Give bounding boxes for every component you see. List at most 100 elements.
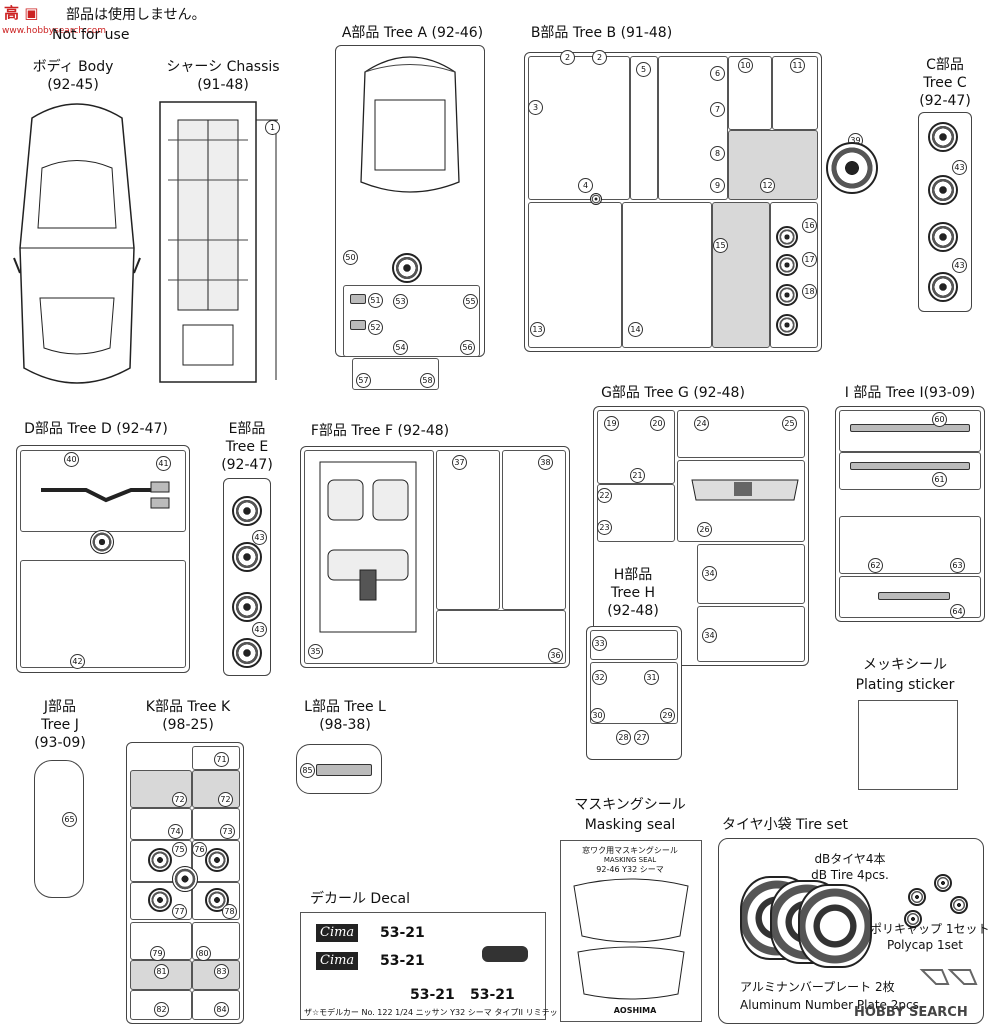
tree-c-wheel-3 [928, 222, 958, 252]
tire-set-poly-jp: ポリキャップ 1セット [870, 922, 990, 936]
part-number-28: 28 [616, 730, 631, 745]
part-number-32: 32 [592, 670, 607, 685]
part-number-40: 40 [64, 452, 79, 467]
polycap-4 [950, 896, 968, 914]
part-number-27: 27 [634, 730, 649, 745]
part-number-72b: 72 [218, 792, 233, 807]
tree-k-disc-75 [148, 848, 172, 872]
masking-windows [573, 878, 689, 1000]
tree-e-wheel-4 [232, 638, 262, 668]
tree-f-title: F部品 Tree F (92-48) [300, 422, 460, 440]
tree-e-wheel-2 [232, 542, 262, 572]
tree-d-exhaust [41, 481, 170, 509]
part-number-4: 4 [578, 178, 593, 193]
tree-j-subtitle: Tree J [41, 717, 79, 733]
tree-i-cell-61 [839, 452, 981, 490]
part-number-6: 6 [710, 66, 725, 81]
part-number-62: 62 [868, 558, 883, 573]
tire-3 [798, 884, 872, 968]
tree-g-title: G部品 Tree G (92-48) [593, 384, 753, 402]
tree-h-subtitle: Tree H [610, 585, 656, 601]
body-code: (92-45) [47, 77, 99, 93]
part-number-50: 50 [343, 250, 358, 265]
part-number-20: 20 [650, 416, 665, 431]
part-number-18: 18 [802, 284, 817, 299]
tree-g-dashboard [691, 479, 799, 501]
tree-d-code: (92-47) [116, 421, 168, 437]
part-17-wheel [776, 254, 798, 276]
part-number-79: 79 [150, 946, 165, 961]
tree-j-runner [34, 760, 84, 898]
part-number-35: 35 [308, 644, 323, 659]
part-number-34a: 34 [702, 566, 717, 581]
part-number-43-e2: 43 [252, 622, 267, 637]
hobby-search-logo: HOBBY SEARCH [854, 1005, 968, 1020]
part-number-42: 42 [70, 654, 85, 669]
part-number-5: 5 [636, 62, 651, 77]
masking-sheet-title: 窓ワク用マスキングシール [582, 846, 678, 855]
part-18a-wheel [776, 284, 798, 306]
tree-e-title: E部品 [228, 421, 266, 437]
part-number-77: 77 [172, 904, 187, 919]
part-18b-wheel [776, 314, 798, 336]
part-number-37: 37 [452, 455, 467, 470]
decal-cima-logo-2: Cima [316, 952, 359, 970]
tree-g-code: (92-48) [693, 385, 745, 401]
tree-k-cell-72b [192, 770, 240, 808]
tree-a-title-text: A部品 Tree A [341, 25, 428, 41]
decal-plate-4: 53-21 [470, 987, 515, 1003]
decal-cima-logo-1: Cima [316, 924, 359, 942]
tree-a-window-part [360, 56, 460, 193]
part-number-31: 31 [644, 670, 659, 685]
part-number-53: 53 [393, 294, 408, 309]
decal-plate-3: 53-21 [410, 987, 455, 1003]
tree-f-door-left [436, 450, 500, 610]
part-number-25: 25 [782, 416, 797, 431]
decal-footer: ザ☆モデルカー No. 122 1/24 ニッサン Y32 シーマ タイプII … [304, 1008, 601, 1017]
tree-j-title: J部品 [43, 699, 77, 715]
part-number-56: 56 [460, 340, 475, 355]
part-number-33: 33 [592, 636, 607, 651]
tire-set-title: タイヤ小袋 Tire set [722, 817, 848, 833]
tree-e-subtitle: Tree E [225, 439, 269, 455]
tree-h-code: (92-48) [607, 603, 659, 619]
masking-sheet-sub: MASKING SEAL [603, 856, 657, 864]
part-number-19: 19 [604, 416, 619, 431]
part-number-60: 60 [932, 412, 947, 427]
part-number-17: 17 [802, 252, 817, 267]
part-85-grille [316, 764, 372, 776]
masking-title-jp: マスキングシール [574, 797, 686, 813]
part-number-13: 13 [530, 322, 545, 337]
part-number-16: 16 [802, 218, 817, 233]
part-number-2a: 2 [560, 50, 575, 65]
chassis-code: (91-48) [197, 77, 249, 93]
tree-a-title: A部品 Tree A (92-46) [335, 24, 490, 42]
part-number-64: 64 [950, 604, 965, 619]
part-number-85: 85 [300, 763, 315, 778]
masking-brand: AOSHIMA [613, 1006, 657, 1015]
masking-sheet-code: 92-46 Y32 シーマ [596, 865, 664, 874]
watermark-logo: 高 ▣ [4, 4, 39, 22]
body-illustration [13, 103, 141, 384]
tire-set-tire-en: dB Tire 4pcs. [811, 868, 889, 882]
part-number-24: 24 [694, 416, 709, 431]
part-number-61: 61 [932, 472, 947, 487]
tree-b-cell-13 [528, 202, 622, 348]
tire-set-poly-en: Polycap 1set [887, 938, 963, 952]
part-number-83: 83 [214, 964, 229, 979]
part-number-22: 22 [597, 488, 612, 503]
tree-i-code: (93-09) [923, 385, 976, 401]
tree-b-cell-11 [772, 56, 818, 130]
part-number-43-c2: 43 [952, 258, 967, 273]
part-number-52: 52 [368, 320, 383, 335]
tree-k-gate [172, 866, 198, 892]
part-60 [850, 424, 970, 432]
tree-b-gate [590, 193, 602, 205]
part-number-81: 81 [154, 964, 169, 979]
part-number-76: 76 [192, 842, 207, 857]
part-number-65: 65 [62, 812, 77, 827]
tree-c-wheel-4 [928, 272, 958, 302]
tree-f-door-right [502, 450, 566, 610]
tree-k-cell-74 [130, 808, 192, 840]
part-number-80: 80 [196, 946, 211, 961]
